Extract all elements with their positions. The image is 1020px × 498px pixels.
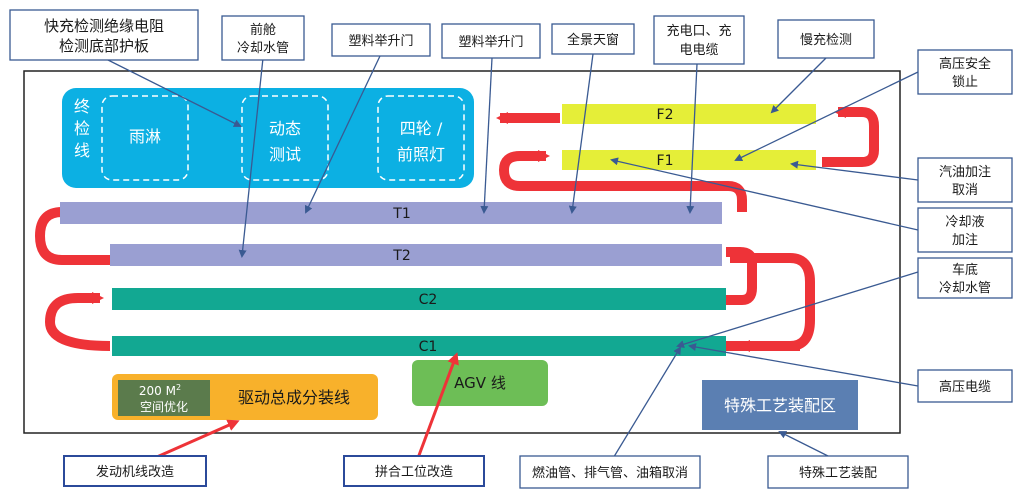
line-t1-label: T1 [392, 206, 410, 222]
flow-arrows [34, 106, 879, 352]
flow-arrow-t1-to-f1 [498, 150, 747, 212]
callout-slow-charge-box [777, 19, 875, 59]
callout-hv-lock-box [917, 49, 1013, 95]
callout-gas-fill-line-1: 汽油加注 [939, 165, 991, 180]
callout-engine-line: 发动机线改造 [96, 464, 174, 480]
callout-charge-port-box [653, 15, 745, 65]
callout-charge-port-line-1: 充电口、充 [666, 23, 731, 39]
callout-plastic-door-1: 塑料举升门 [348, 34, 413, 49]
callout-coolant-line-2: 加注 [952, 233, 978, 248]
station-box-rain [101, 95, 189, 181]
callout-fuel-pipe-box [519, 455, 701, 489]
callout-panorama-box [551, 23, 635, 55]
callout-hv-lock-line-1: 高压安全 [939, 56, 991, 72]
agv-line-label: AGV 线 [454, 374, 506, 392]
callout-gas-fill-box [917, 157, 1013, 203]
callout-special-assy-box [767, 455, 909, 489]
line-c2 [112, 288, 726, 310]
flow-arrow-c2-to-t2 [722, 247, 757, 305]
callout-fast-charge-line-1: 快充检测绝缘电阻 [44, 17, 164, 35]
callout-gas-fill-line-2: 取消 [952, 183, 978, 198]
callout-hv-lock-line-2: 锁止 [952, 74, 978, 90]
final-inspection-title-1: 终 [74, 97, 90, 116]
callout-panorama: 全景天窗 [567, 32, 619, 48]
line-f1 [562, 150, 816, 170]
leader-lines [103, 53, 919, 461]
drive-assembly-line-label: 驱动总成分装线 [238, 388, 350, 407]
flow-arrow-c2-loop [44, 292, 111, 351]
station-rain-label: 雨淋 [129, 127, 161, 146]
final-inspection-title-2: 检 [74, 119, 90, 138]
line-f1-label: F1 [657, 153, 674, 169]
callout-fuel-pipe: 燃油管、排气管、油箱取消 [532, 465, 688, 481]
special-process-area-label: 特殊工艺装配区 [724, 396, 836, 415]
station-wheel-headlamp-line-2: 前照灯 [397, 145, 445, 164]
flow-arrow-t2-to-t1 [34, 207, 110, 265]
line-t2-label: T2 [392, 248, 410, 264]
callout-plastic-door-2-box [441, 23, 541, 59]
callout-front-cabin-box [221, 15, 305, 61]
callout-fast-charge-line-2: 检测底部护板 [59, 37, 149, 55]
callout-joining-box [343, 455, 485, 487]
callout-fast-charge-box [9, 9, 199, 61]
callout-plastic-door-2: 塑料举升门 [458, 35, 523, 50]
callout-underbody-line-2: 冷却水管 [939, 281, 991, 296]
callout-plastic-door-1-box [331, 23, 431, 57]
line-c1-label: C1 [419, 339, 438, 355]
final-inspection-zone [62, 88, 474, 188]
line-f2 [562, 104, 816, 124]
callout-front-cabin-line-1: 前舱 [250, 22, 276, 38]
callout-front-cabin-line-2: 冷却水管 [237, 41, 289, 56]
space-optimization-badge-label: 空间优化 [140, 400, 188, 414]
callout-underbody-line-1: 车底 [952, 262, 978, 278]
space-optimization-badge [118, 380, 210, 416]
space-optimization-badge-value: 200 M2 [139, 383, 181, 398]
callout-charge-port-line-2: 电电缆 [679, 42, 718, 58]
station-dynamic-test-line-1: 动态 [269, 119, 301, 138]
callout-coolant-line-1: 冷却液 [945, 215, 984, 230]
callout-special-assy: 特殊工艺装配 [799, 466, 877, 481]
final-inspection-title-3: 线 [74, 141, 90, 160]
station-box-wheel-headlamp [377, 95, 465, 181]
callout-underbody-box [917, 257, 1013, 299]
callout-hv-cable-box [917, 369, 1013, 403]
callout-joining: 拼合工位改造 [375, 465, 453, 480]
line-c2-label: C2 [419, 292, 438, 308]
line-f2-label: F2 [657, 107, 674, 123]
station-wheel-headlamp-line-1: 四轮 / [400, 119, 443, 138]
flow-arrow-f1-to-f2 [822, 106, 879, 167]
callout-coolant-box [917, 207, 1013, 253]
line-c1 [112, 336, 726, 356]
callout-engine-line-box [63, 455, 207, 487]
workshop-frame [23, 70, 901, 434]
callout-slow-charge: 慢充检测 [800, 32, 852, 48]
line-t1 [60, 202, 722, 224]
station-box-dynamic-test [241, 95, 329, 181]
improvement-leaders [149, 352, 459, 462]
station-dynamic-test-line-2: 测试 [269, 145, 301, 164]
agv-line [412, 360, 548, 406]
line-t2 [110, 244, 722, 266]
callout-hv-cable: 高压电缆 [939, 379, 991, 395]
special-process-area [702, 380, 858, 430]
